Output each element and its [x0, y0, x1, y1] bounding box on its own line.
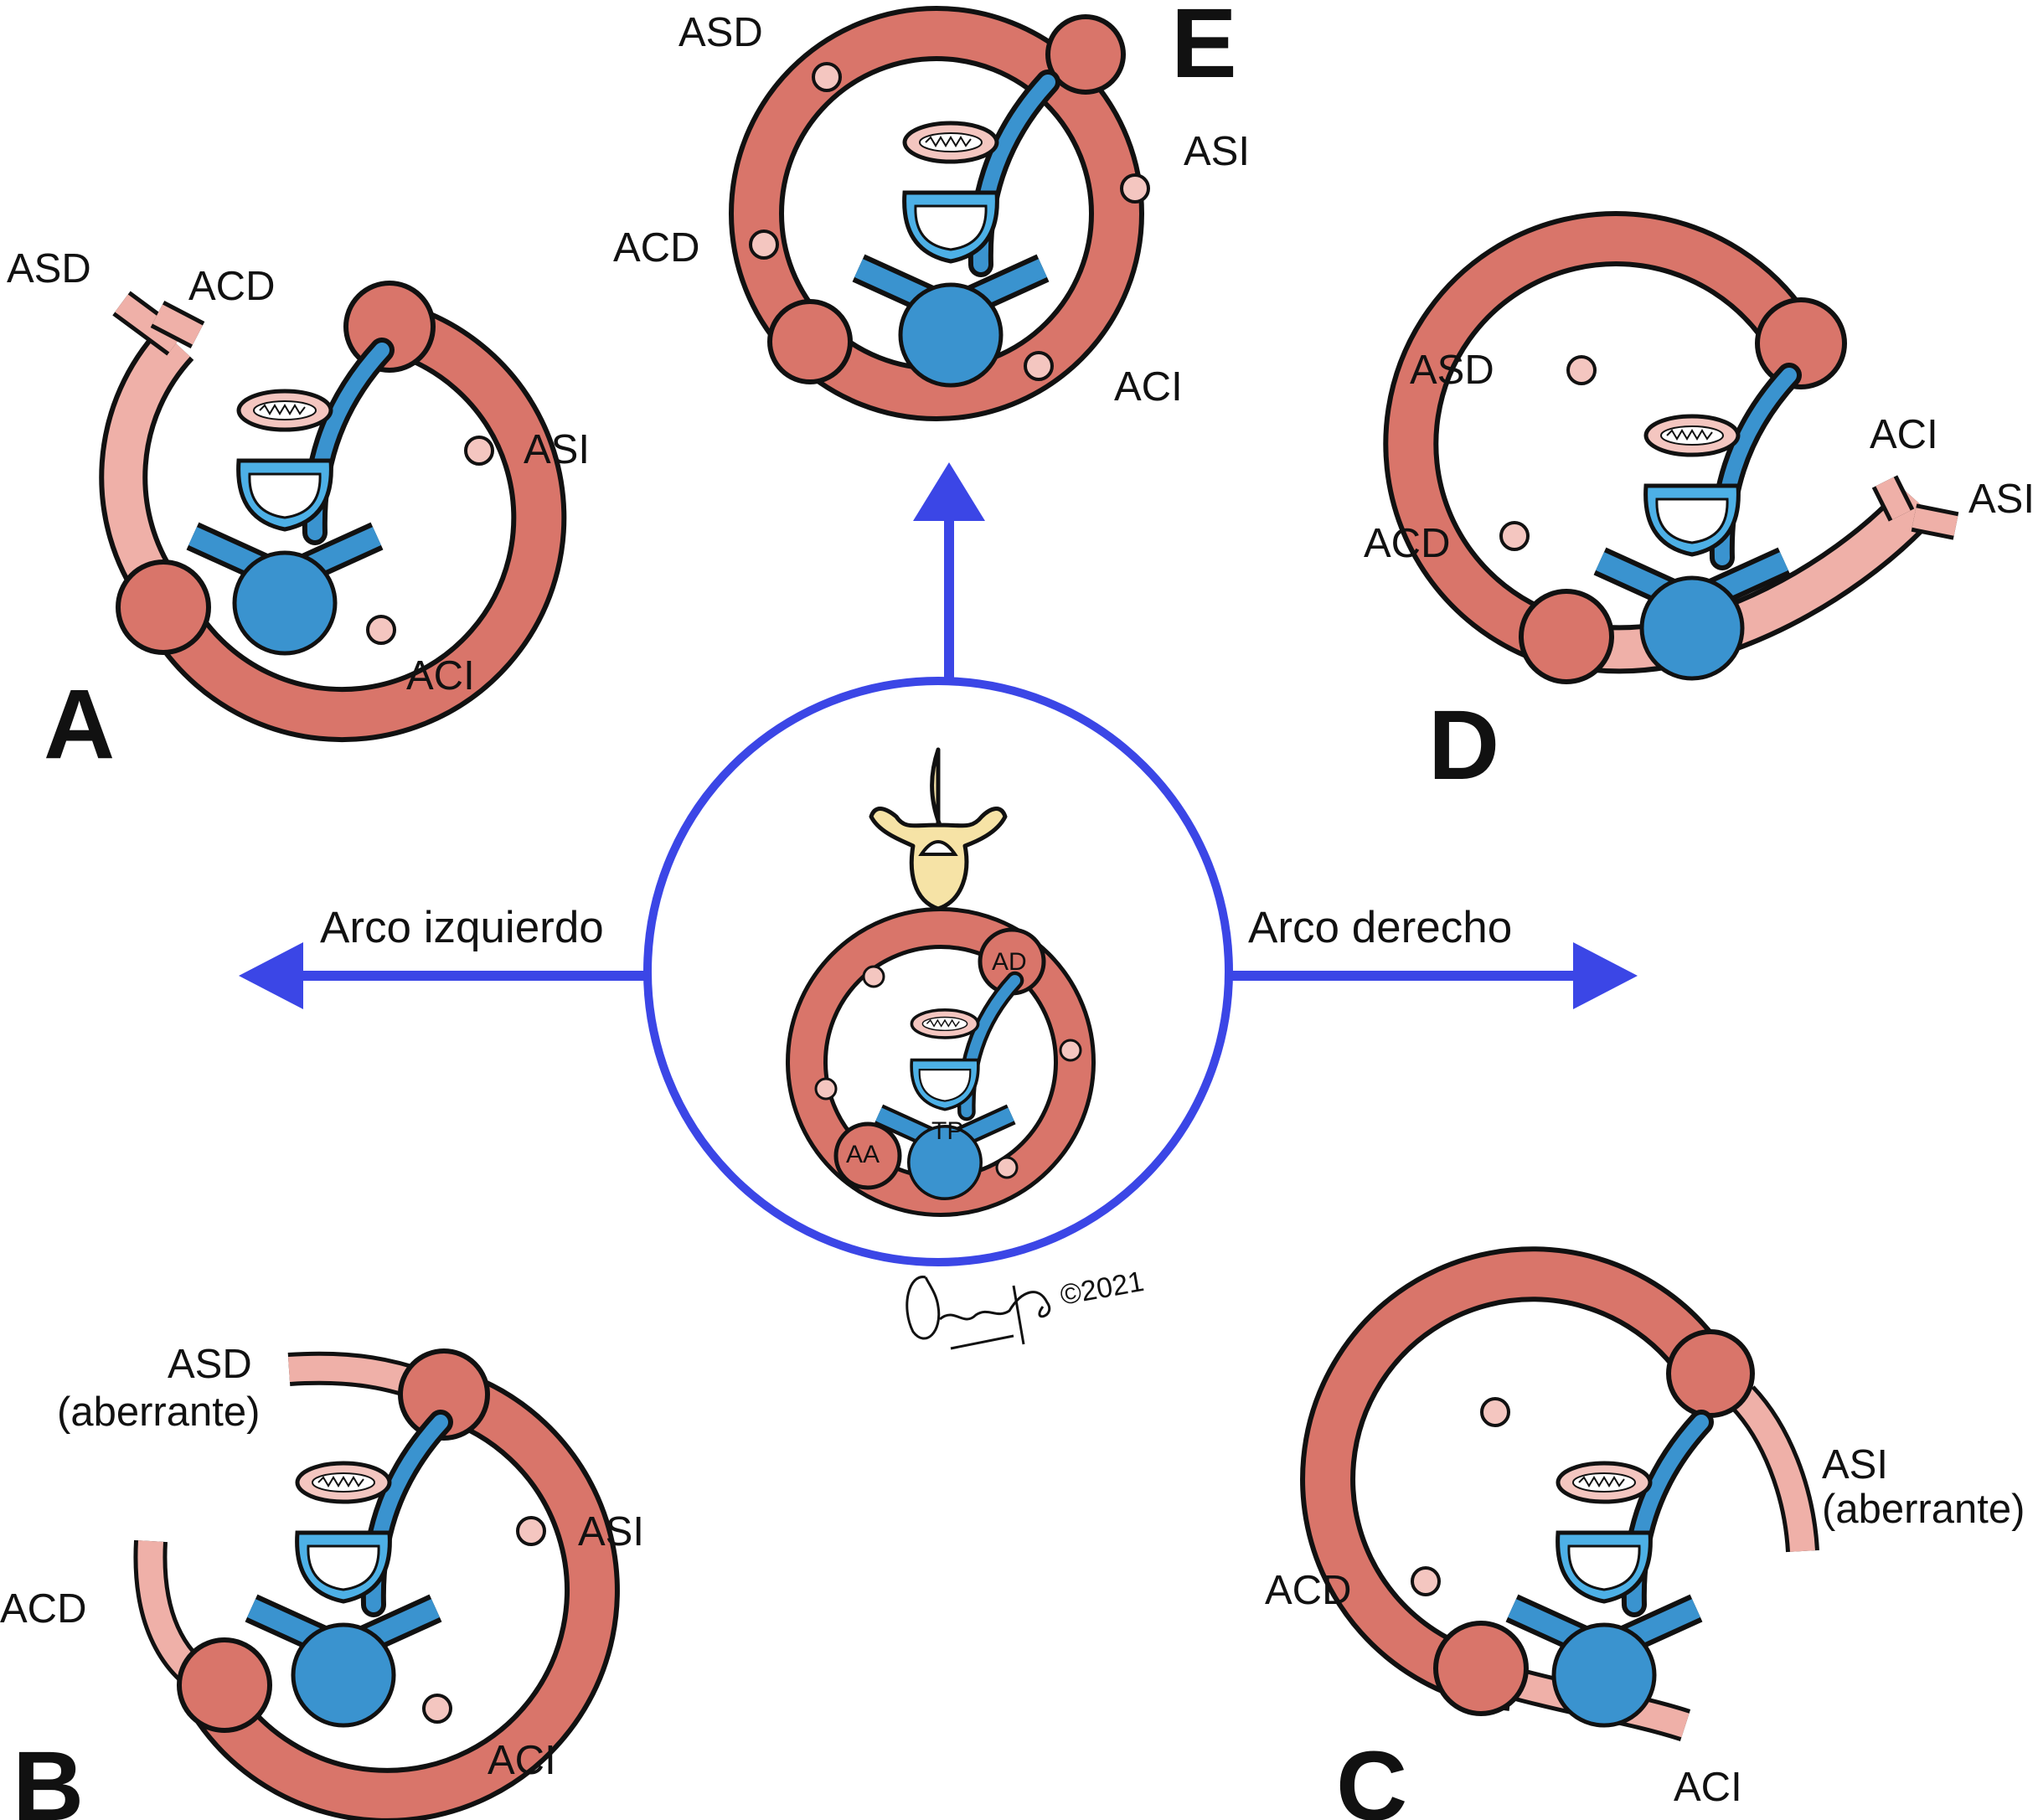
label-b-acd: ACD [0, 1586, 86, 1632]
label-center-tp: TP [931, 1117, 963, 1145]
label-center-ad: AD [992, 948, 1027, 976]
label-b-asd-sub: (aberrante) [57, 1389, 260, 1435]
panel-letter-c: C [1336, 1731, 1407, 1820]
label-a-asd: ASD [7, 246, 91, 291]
label-e-asi: ASI [1184, 129, 1250, 174]
panel-c: ASI (aberrante) ACD ACI C [1265, 1246, 2025, 1820]
label-a-asi: ASI [524, 427, 590, 472]
panel-letter-e: E [1171, 0, 1237, 99]
arrow-right [1229, 942, 1638, 1009]
label-c-acd: ACD [1265, 1568, 1351, 1613]
label-d-acd: ACD [1364, 521, 1450, 566]
label-d-asd: ASD [1410, 348, 1494, 393]
panel-d: ASD ACD ACI ASI D [1364, 211, 2035, 801]
label-d-asi: ASI [1968, 477, 2035, 522]
label-b-aci: ACI [488, 1738, 556, 1783]
label-d-aci: ACI [1870, 412, 1938, 457]
label-b-asd: ASD [168, 1342, 252, 1387]
label-arco-izquierdo: Arco izquierdo [320, 903, 604, 952]
label-c-asi: ASI [1822, 1442, 1888, 1487]
label-b-asi: ASI [578, 1509, 644, 1554]
copyright-text: ©2021 [1058, 1266, 1147, 1312]
label-a-aci: ACI [406, 653, 475, 699]
aortic-arch-d [1383, 211, 1959, 684]
label-center-aa: AA [846, 1141, 880, 1168]
panel-letter-a: A [44, 669, 115, 780]
vertebra-icon [869, 747, 1008, 911]
panel-b: ASD (aberrante) ACD ASI ACI B [0, 1342, 644, 1820]
label-a-acd: ACD [188, 264, 275, 309]
label-c-aci: ACI [1674, 1765, 1742, 1810]
panel-letter-d: D [1428, 690, 1499, 801]
aortic-arch-b [133, 1348, 620, 1820]
arrow-left [239, 942, 648, 1009]
label-e-aci: ACI [1114, 364, 1183, 410]
label-e-asd: ASD [678, 10, 763, 55]
label-arco-derecho: Arco derecho [1248, 903, 1512, 952]
panel-a: ASD ACD ASI ACI A [7, 246, 590, 780]
label-e-acd: ACD [613, 225, 699, 271]
signature-mark [905, 1276, 1050, 1350]
panel-e: ASD ACD ASI ACI E [613, 0, 1250, 421]
panel-letter-b: B [13, 1731, 84, 1820]
aortic-ring-e [729, 6, 1150, 421]
aortic-arch-a [99, 281, 567, 743]
center-panel: AD AA TP Arco izquierdo Arco derecho ©20… [239, 462, 1638, 1350]
label-c-asi-sub: (aberrante) [1822, 1487, 2025, 1532]
